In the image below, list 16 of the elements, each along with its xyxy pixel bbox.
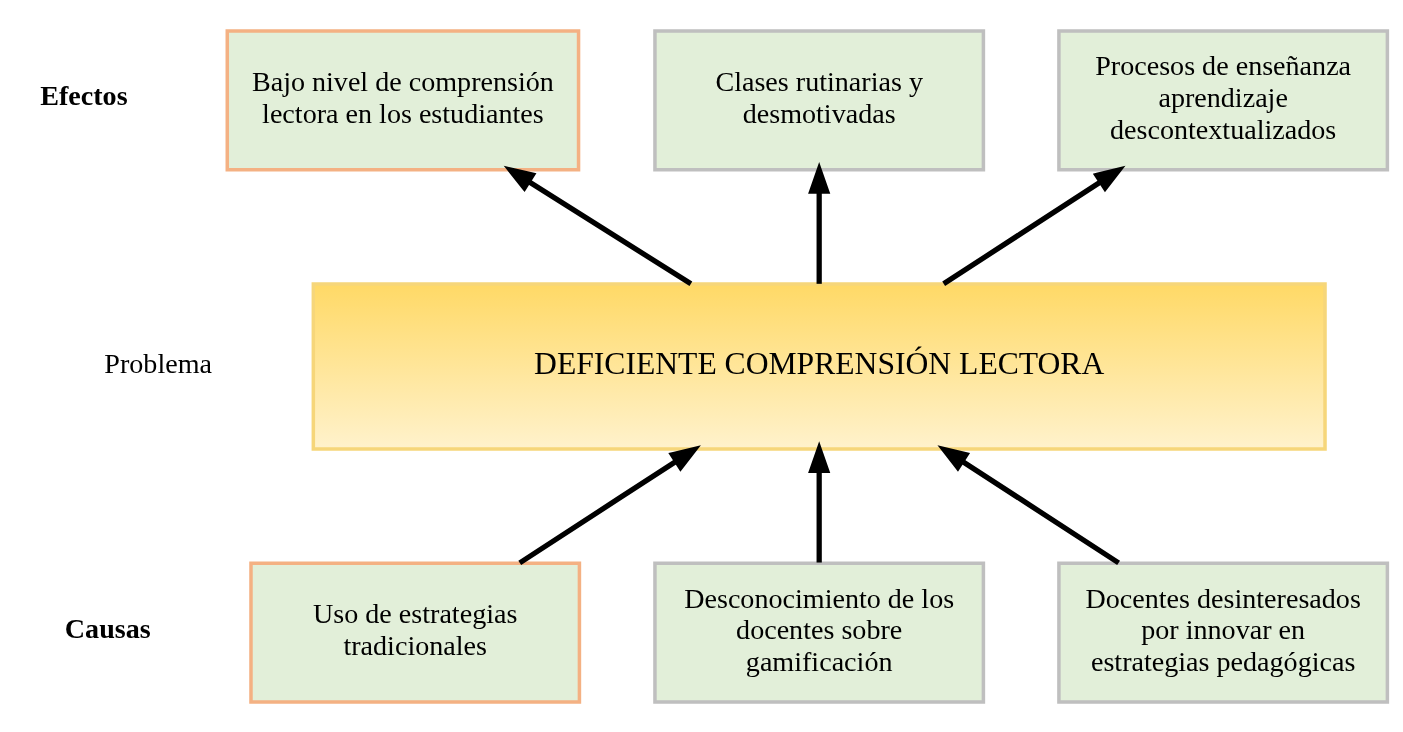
- label: Causas: [64, 612, 151, 644]
- arrow: [942, 165, 1126, 286]
- node-box: Desconocimiento de los docentes sobre gamificación: [653, 560, 986, 704]
- node-box: Docentes desinteresados por innovar en estrategias pedagógicas: [1057, 560, 1390, 704]
- arrow: [937, 444, 1121, 565]
- node-box: Clases rutinarias y desmotivadas: [653, 28, 986, 172]
- node-box: Procesos de enseñanza aprendizaje descontextualizados: [1057, 28, 1390, 172]
- node-box: DEFICIENTE COMPRENSIÓN LECTORA: [311, 281, 1327, 451]
- arrow: [503, 165, 693, 286]
- arrow: [808, 440, 831, 563]
- arrow: [518, 444, 701, 565]
- label: Efectos: [40, 79, 128, 111]
- label: Problema: [104, 347, 212, 379]
- node-box: Uso de estrategias tradicionales: [249, 560, 582, 704]
- node-box: Bajo nivel de comprensión lectora en los estudiantes: [225, 28, 581, 172]
- arrow: [808, 161, 831, 284]
